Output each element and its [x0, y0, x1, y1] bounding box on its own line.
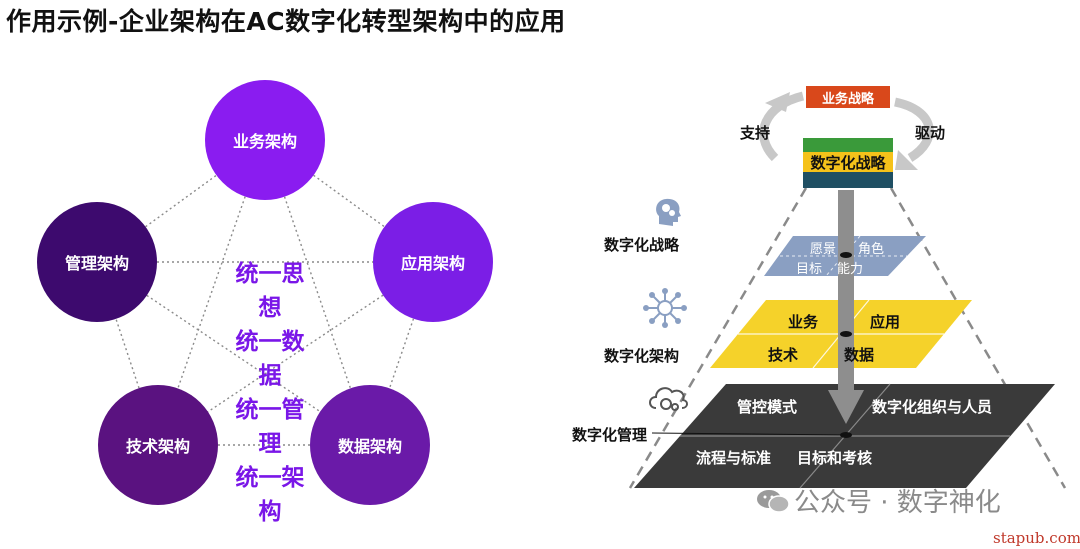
side-label-digital-strategy: 数字化战略 [604, 236, 680, 254]
center-slogan: 统一思 想 统一数 据 统一管 理 统一架 构 [228, 257, 312, 529]
strategy-cell-vision: 愿景 [810, 242, 837, 257]
digital-strategy-box: 数字化战略 [803, 152, 893, 172]
slogan-line: 据 [258, 363, 282, 389]
management-cell-control-model: 管控模式 [737, 398, 798, 416]
side-label-digital-architecture: 数字化架构 [604, 347, 680, 365]
support-label: 支持 [740, 124, 771, 142]
pyramid-graphic [628, 91, 1067, 489]
data-architecture-label: 数据架构 [337, 437, 402, 456]
data-architecture-node: 数据架构 [310, 385, 430, 505]
cloud-gears-icon [646, 380, 690, 414]
business-architecture-node: 业务架构 [205, 80, 325, 200]
digital-strategy-box-label: 数字化战略 [810, 153, 886, 172]
application-architecture-label: 应用架构 [400, 254, 465, 273]
strategy-cell-role: 角色 [858, 242, 885, 257]
slogan-line: 想 [258, 295, 282, 321]
slogan-line: 构 [258, 499, 282, 525]
business-strategy-label: 业务战略 [821, 91, 874, 107]
management-cell-goal-assessment: 目标和考核 [797, 449, 873, 467]
slogan-line: 统一数 [235, 329, 305, 355]
wechat-icon [756, 488, 790, 514]
slogan-line: 统一架 [235, 465, 305, 491]
page-title: 作用示例-企业架构在AC数字化转型架构中的应用 [6, 7, 566, 36]
watermark-text: 公众号 · 数字神化 [794, 488, 1001, 518]
head-gears-icon [651, 194, 687, 230]
strategy-cell-capability: 能力 [837, 262, 864, 277]
management-cell-process-standard: 流程与标准 [696, 449, 772, 467]
site-url: stapub.com [993, 529, 1080, 547]
architecture-cell-application: 应用 [870, 313, 901, 331]
technology-architecture-node: 技术架构 [98, 385, 218, 505]
management-architecture-node: 管理架构 [37, 202, 157, 322]
architecture-cell-business: 业务 [788, 313, 819, 331]
network-hub-icon [640, 286, 690, 330]
slogan-line: 理 [258, 431, 282, 457]
architecture-cell-technology: 技术 [768, 346, 799, 364]
teal-band [803, 172, 893, 188]
drive-label: 驱动 [915, 124, 946, 142]
management-architecture-label: 管理架构 [64, 254, 129, 273]
green-band [803, 138, 893, 152]
strategy-cell-goal: 目标 [796, 262, 823, 277]
architecture-cell-data: 数据 [844, 346, 875, 364]
slogan-line: 统一管 [235, 397, 305, 423]
application-architecture-node: 应用架构 [373, 202, 493, 322]
business-architecture-label: 业务架构 [232, 132, 297, 151]
management-cell-org-people: 数字化组织与人员 [872, 398, 993, 416]
business-strategy-box: 业务战略 [806, 86, 890, 108]
technology-architecture-label: 技术架构 [125, 437, 190, 456]
slogan-line: 统一思 [235, 261, 305, 287]
side-label-digital-management: 数字化管理 [572, 426, 648, 444]
